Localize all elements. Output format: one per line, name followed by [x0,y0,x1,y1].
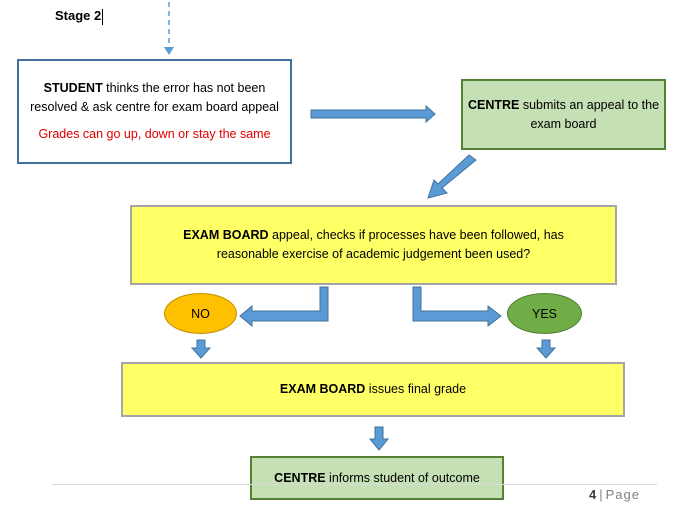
student-box-text: STUDENT thinks the error has not been re… [19,79,290,117]
footer-rule [52,484,657,485]
grade-change-warning: Grades can go up, down or stay the same [38,126,271,141]
no-outcome-oval: NO [164,293,237,334]
arrow-right-student-to-centre [310,104,436,124]
exam-board-appeal-description: appeal, checks if processes have been fo… [216,228,564,261]
student-description: thinks the error has not been resolved &… [30,81,279,115]
page-number: 4 [589,487,598,502]
exam-board-appeal-text: EXAM BOARD appeal, checks if processes h… [132,226,615,264]
yes-outcome-oval: YES [507,293,582,334]
arrow-down-final-to-inform [368,426,390,451]
exam-board-label: EXAM BOARD [183,228,269,243]
arrow-bent-to-no [239,286,329,328]
arrow-diagonal-centre-to-examboard [427,154,477,199]
inform-centre-label: CENTRE [274,470,326,485]
arrow-bent-to-yes [412,286,502,328]
arrow-down-yes-to-final [535,339,557,359]
text-cursor [102,9,103,25]
student-appeal-box: STUDENT thinks the error has not been re… [17,59,292,164]
yes-label: YES [531,306,557,321]
page-label: Page [605,487,640,502]
arrow-down-no-to-final [190,339,212,359]
dashed-connector-head [164,47,174,55]
footer-separator: | [599,487,604,502]
centre-label: CENTRE [467,97,520,112]
no-label: NO [191,306,210,321]
centre-informs-text: CENTRE informs student of outcome [274,469,480,488]
centre-submits-text: CENTRE submits an appeal to the exam boa… [463,96,664,134]
centre-informs-box: CENTRE informs student of outcome [250,456,504,500]
centre-submits-description: submits an appeal to the exam board [519,97,660,131]
final-grade-description: issues final grade [365,382,467,397]
final-grade-box: EXAM BOARD issues final grade [121,362,625,417]
exam-board-appeal-box: EXAM BOARD appeal, checks if processes h… [130,205,617,285]
stage-title: Stage 2 [55,8,102,23]
final-grade-text: EXAM BOARD issues final grade [280,380,466,399]
final-exam-board-label: EXAM BOARD [279,382,366,397]
centre-submits-box: CENTRE submits an appeal to the exam boa… [461,79,666,150]
page-footer: 4|Page [589,487,640,502]
student-label: STUDENT [43,81,103,96]
centre-informs-description: informs student of outcome [325,470,480,485]
